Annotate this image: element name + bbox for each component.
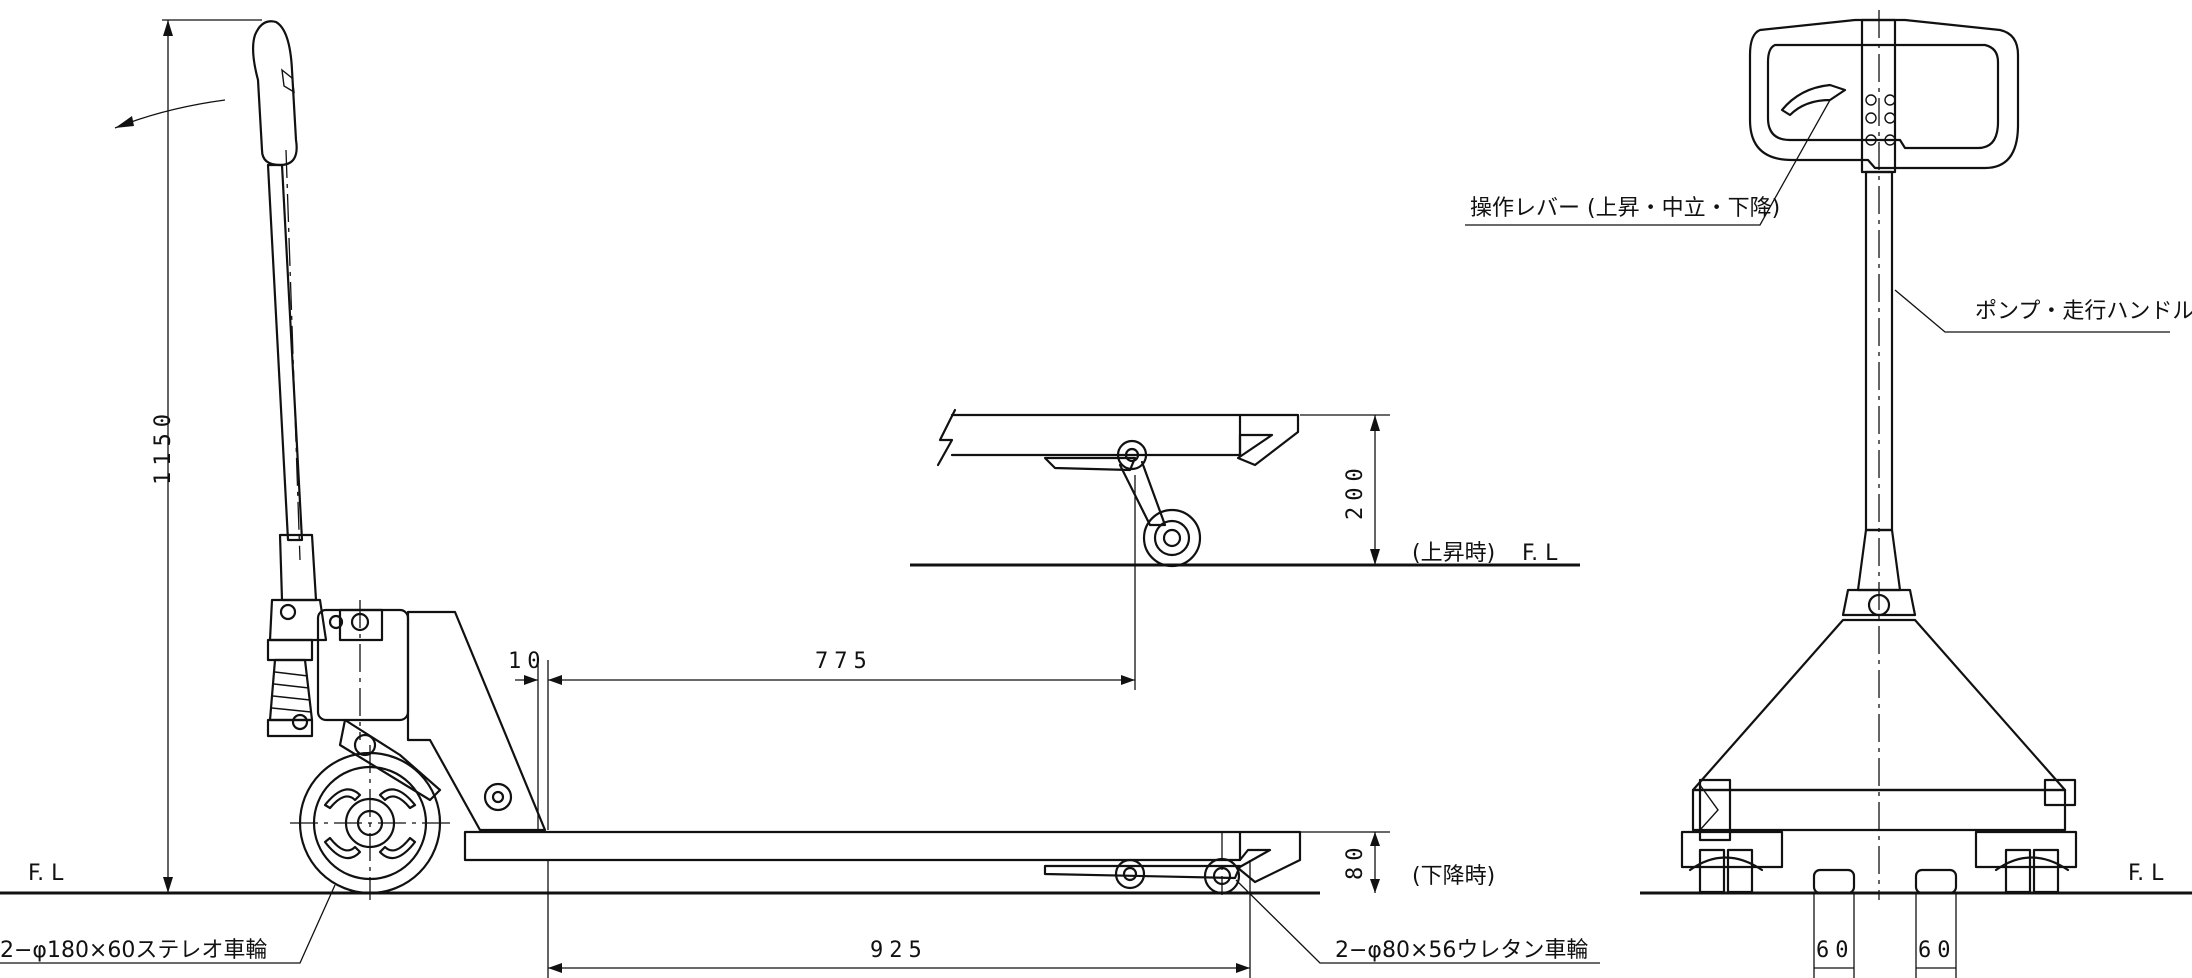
dim-10-label: 10 <box>508 649 547 674</box>
lever-label: 操作レバー (上昇・中立・下降) <box>1470 196 1780 221</box>
lever-leader <box>1465 99 1831 226</box>
lowered-state-label: (下降時) <box>1412 864 1495 889</box>
dim-200-label: 200 <box>1343 462 1368 520</box>
dim-80: 80 <box>1300 831 1390 893</box>
floor-label-raised: F. L <box>1522 541 1558 566</box>
dim-775-label: 775 <box>815 649 873 674</box>
pump-mechanism <box>266 533 442 802</box>
dim-925: 925 <box>547 860 1251 978</box>
dim-60-right-label: 60 <box>1918 938 1957 963</box>
side-view: 1150 10 775 925 <box>0 19 1600 978</box>
dim-775: 10 775 <box>508 475 1136 830</box>
steer-wheel <box>290 745 450 900</box>
load-wheel-label: 2−φ80×56ウレタン車輪 <box>1335 938 1588 963</box>
load-wheel-leader <box>1235 879 1600 964</box>
dim-200: 200 <box>1300 414 1390 565</box>
handle-label: ポンプ・走行ハンドル <box>1975 299 2192 324</box>
front-wheels-left <box>1688 848 1764 894</box>
dim-1150: 1150 <box>151 19 262 893</box>
dim-1150-label: 1150 <box>151 408 176 485</box>
dim-60-pair: 60 60 <box>1813 893 1957 978</box>
front-view: F. L <box>1465 10 2192 978</box>
steer-wheel-label: 2−φ180×60ステレオ車輪 <box>0 938 267 963</box>
handle-loop <box>1748 18 2020 170</box>
steer-wheel-leader <box>0 884 336 964</box>
handle-leader <box>1894 289 2170 333</box>
chassis-frame <box>406 610 547 832</box>
fork-leg-right <box>1974 830 2078 869</box>
front-wheels-right <box>1994 848 2070 894</box>
raised-state-label: (上昇時) <box>1412 541 1495 566</box>
lever-icon <box>1780 83 1847 117</box>
floor-label-left: F. L <box>28 861 64 886</box>
dim-60-left-label: 60 <box>1816 938 1855 963</box>
handle-grip <box>251 20 298 167</box>
fork-lowered <box>463 830 1302 895</box>
fork-leg-left <box>1680 830 1784 869</box>
floor-label-right: F. L <box>2128 861 2164 886</box>
handle-shaft <box>266 149 304 561</box>
dim-80-label: 80 <box>1343 842 1368 881</box>
dim-925-label: 925 <box>870 938 928 963</box>
